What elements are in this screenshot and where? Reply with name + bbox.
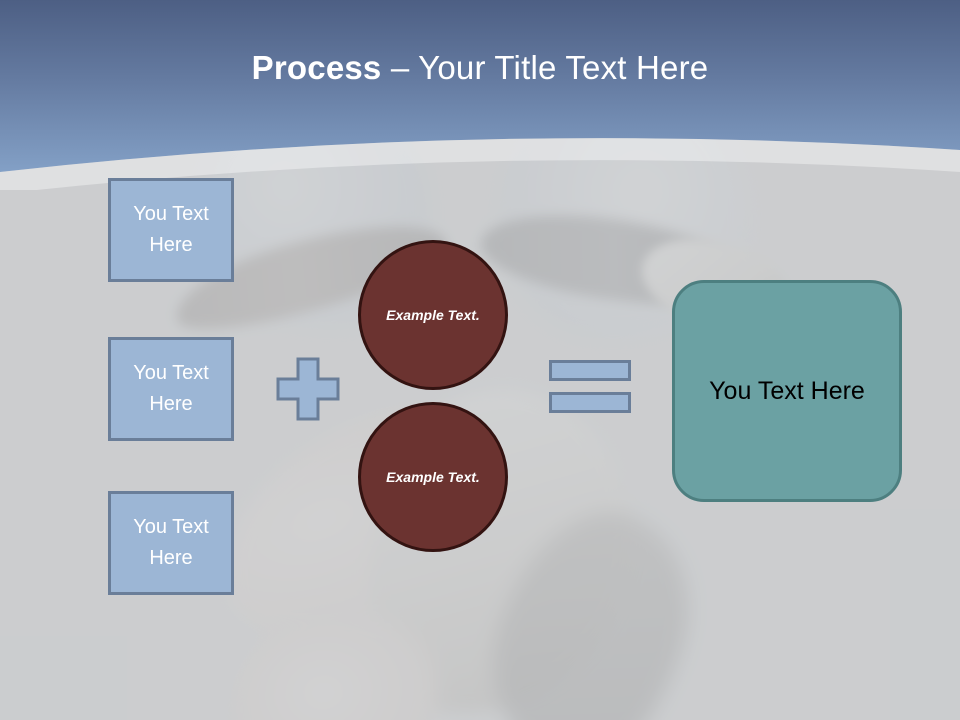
- plus-sign-graphic: [276, 357, 340, 421]
- page-title-bold: Process: [251, 49, 382, 86]
- slide-header-band: Process – Your Title Text Here: [0, 0, 960, 190]
- result-box[interactable]: You Text Here: [672, 280, 902, 502]
- input-box-1-label: You Text Here: [133, 203, 209, 256]
- page-title-rest: – Your Title Text Here: [381, 49, 709, 86]
- input-box-1[interactable]: You Text Here: [108, 178, 234, 282]
- result-box-label: You Text Here: [709, 377, 865, 405]
- plus-icon: [276, 357, 340, 421]
- equals-bar-top: [549, 360, 631, 381]
- example-circle-1-label: Example Text.: [386, 306, 480, 323]
- input-box-2-label: You Text Here: [133, 362, 209, 415]
- page-title: Process – Your Title Text Here: [0, 47, 960, 89]
- equals-icon: [549, 360, 631, 418]
- input-box-2[interactable]: You Text Here: [108, 337, 234, 441]
- header-curve-graphic: [0, 0, 960, 190]
- example-circle-2[interactable]: Example Text.: [358, 402, 508, 552]
- example-circle-2-label: Example Text.: [386, 468, 480, 485]
- equals-bar-bottom: [549, 392, 631, 413]
- input-box-3[interactable]: You Text Here: [108, 491, 234, 595]
- input-box-3-label: You Text Here: [133, 516, 209, 569]
- example-circle-1[interactable]: Example Text.: [358, 240, 508, 390]
